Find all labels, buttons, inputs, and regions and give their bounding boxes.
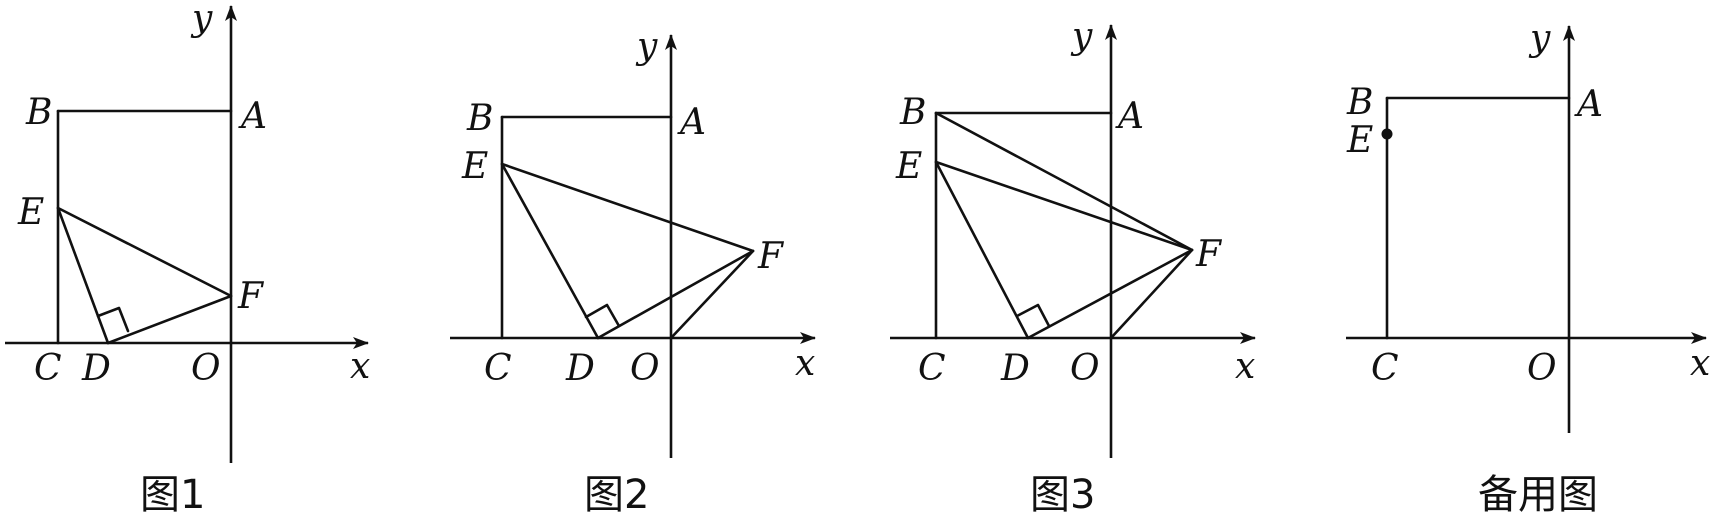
label-O: O <box>191 348 221 389</box>
caption: 备用图 <box>1478 472 1598 518</box>
label-A: A <box>238 96 267 137</box>
label-B: B <box>25 92 52 133</box>
segment-DF <box>106 294 233 345</box>
right-angle-mark <box>584 303 621 328</box>
segment-BF <box>934 111 1194 252</box>
segment-ED <box>500 162 600 340</box>
label-y: y <box>1528 18 1551 59</box>
figure-3: y x B A E F C D O 图3 <box>890 16 1256 518</box>
label-A: A <box>1115 96 1144 137</box>
segment-EF <box>500 162 755 253</box>
label-E: E <box>895 146 922 187</box>
label-O: O <box>1527 348 1557 389</box>
label-A: A <box>677 102 706 143</box>
caption: 图1 <box>140 472 205 518</box>
right-angle-mark <box>96 306 130 333</box>
point-E-dot <box>1381 128 1393 140</box>
label-O: O <box>630 348 660 389</box>
label-C: C <box>484 348 512 389</box>
label-x: x <box>1235 346 1255 387</box>
segment-ED <box>56 206 110 345</box>
label-E: E <box>17 192 44 233</box>
label-x: x <box>1690 343 1710 384</box>
label-O: O <box>1070 348 1100 389</box>
label-x: x <box>350 346 370 387</box>
figure-1: y x B A E F C D O 图1 <box>5 0 370 518</box>
segment-DF <box>596 249 755 340</box>
label-y: y <box>190 0 213 39</box>
label-y: y <box>1070 16 1093 57</box>
label-D: D <box>81 348 111 389</box>
label-C: C <box>1371 348 1399 389</box>
label-F: F <box>1195 234 1223 275</box>
caption: 图2 <box>584 472 649 518</box>
caption: 图3 <box>1030 472 1095 518</box>
segment-OF <box>669 249 755 340</box>
label-D: D <box>565 348 595 389</box>
label-F: F <box>757 236 785 277</box>
label-D: D <box>1000 348 1030 389</box>
label-E: E <box>461 146 488 187</box>
label-B: B <box>1346 82 1373 123</box>
label-B: B <box>899 92 926 133</box>
label-x: x <box>795 343 815 384</box>
segment-EF <box>56 206 233 298</box>
label-F: F <box>237 276 265 317</box>
label-B: B <box>466 98 493 139</box>
label-E: E <box>1346 120 1373 161</box>
label-C: C <box>34 348 62 389</box>
segment-DF <box>1026 248 1194 340</box>
segment-OF <box>1109 248 1194 340</box>
label-C: C <box>918 348 946 389</box>
segment-EF <box>934 160 1194 252</box>
figure-spare: y x B A E C O 备用图 <box>1346 18 1710 518</box>
figure-2: y x B A E F C D O 图2 <box>450 26 816 518</box>
segment-ED <box>934 160 1030 340</box>
label-y: y <box>635 26 658 67</box>
right-angle-mark <box>1015 303 1051 328</box>
label-A: A <box>1574 84 1603 125</box>
